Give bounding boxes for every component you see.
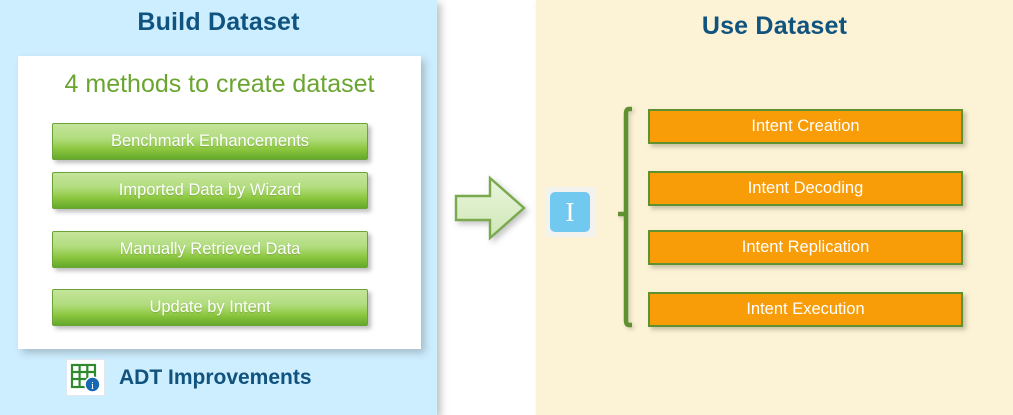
methods-card-heading: 4 methods to create dataset	[64, 70, 375, 98]
method-button-update-by-intent[interactable]: Update by Intent	[52, 289, 368, 326]
svg-text:i: i	[91, 380, 94, 392]
usage-button-intent-creation[interactable]: Intent Creation	[648, 109, 963, 144]
usage-button-intent-execution[interactable]: Intent Execution	[648, 292, 963, 327]
methods-card: 4 methods to create dataset Benchmark En…	[18, 56, 421, 349]
intent-badge-letter: I	[550, 192, 590, 232]
curly-bracket-icon	[616, 106, 634, 328]
use-dataset-panel: Use Dataset	[536, 0, 1013, 415]
right-arrow-icon	[452, 170, 528, 246]
use-dataset-title: Use Dataset	[701, 12, 848, 40]
build-dataset-title: Build Dataset	[137, 8, 300, 36]
adt-grid-info-icon: i	[66, 359, 105, 396]
usage-button-intent-decoding[interactable]: Intent Decoding	[648, 171, 963, 206]
method-button-imported-data-by-wizard[interactable]: Imported Data by Wizard	[52, 172, 368, 209]
intent-i-icon: I	[545, 187, 595, 237]
adt-improvements-label: ADT Improvements	[119, 365, 312, 389]
build-dataset-panel: Build Dataset 4 methods to create datase…	[0, 0, 437, 415]
method-button-benchmark-enhancements[interactable]: Benchmark Enhancements	[52, 123, 368, 160]
usage-button-intent-replication[interactable]: Intent Replication	[648, 230, 963, 265]
adt-improvements-row: i ADT Improvements	[66, 359, 312, 396]
method-button-manually-retrieved-data[interactable]: Manually Retrieved Data	[52, 231, 368, 268]
